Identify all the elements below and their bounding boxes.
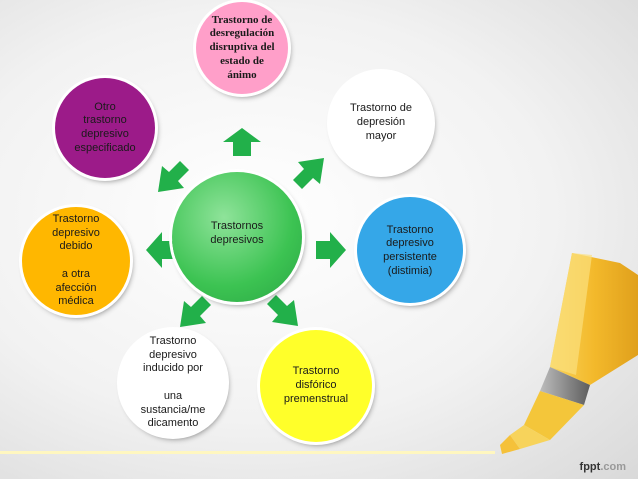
node-premenstrual: Trastorno disfórico premenstrual [260,330,372,442]
arrow-icon [223,128,261,156]
node-label: Trastorno disfórico premenstrual [283,365,349,405]
highlight-stroke [0,451,495,454]
node-label: Otro trastorno depresivo especificado [74,100,136,154]
node-otro-especificado: Otro trastorno depresivo especificado [55,78,155,178]
arrow-icon [146,232,176,268]
arrow-icon [267,295,298,326]
node-label: Trastorno depresivo debido a otra afecci… [52,212,100,308]
node-label: Trastorno de desregulación disruptiva de… [209,13,275,81]
node-desregulacion: Trastorno de desregulación disruptiva de… [196,2,288,94]
node-otra-afeccion: Trastorno depresivo debido a otra afecci… [22,207,130,315]
node-distimia: Trastorno depresivo persistente (distimi… [357,197,463,303]
arrow-icon [158,161,189,192]
node-depresion-mayor: Trastorno de depresión mayor [330,72,432,174]
center-node: Trastornos depresivos [172,172,302,302]
node-label: Trastorno depresivo persistente (distimi… [383,223,437,277]
node-label: Trastorno de depresión mayor [350,102,412,142]
highlighter-icon [500,253,638,454]
arrow-icon [180,296,211,327]
arrow-icon [293,158,324,189]
logo-tld: .com [600,461,626,473]
node-label: Trastorno depresivo inducido por una sus… [140,334,206,430]
logo-main: fppt [579,461,601,473]
fppt-logo: fppt.com [580,461,626,473]
center-label: Trastornos depresivos [210,220,264,246]
node-sustancia: Trastorno depresivo inducido por una sus… [120,330,226,436]
arrow-icon [316,232,346,268]
